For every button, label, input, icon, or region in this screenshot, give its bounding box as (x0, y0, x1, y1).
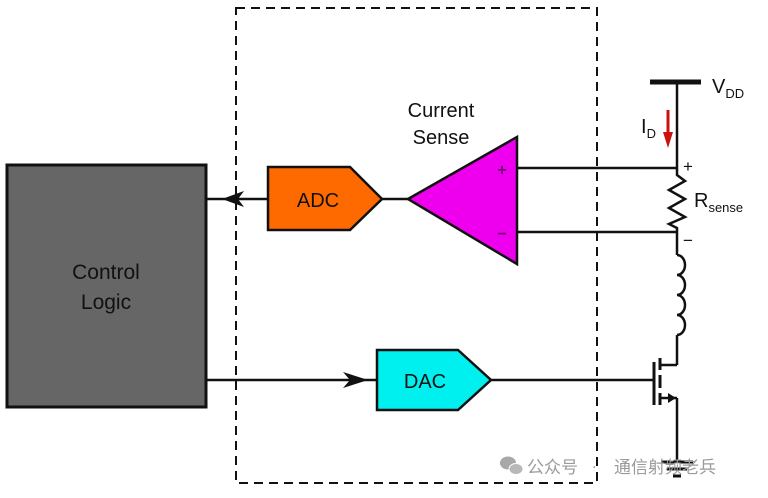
vdd-label: VDD (712, 76, 744, 101)
control-logic-block (5, 163, 208, 409)
inductor (676, 253, 687, 337)
current-arrow-down-icon (663, 132, 673, 148)
current-label: ID (641, 116, 656, 141)
watermark-account-label: 公众号 (527, 458, 578, 478)
dashed-boundary (235, 7, 598, 484)
mosfet-arrow-icon (668, 393, 676, 403)
adc-block (266, 165, 384, 232)
watermark-separator: · (592, 460, 596, 476)
rsense-resistor (666, 168, 688, 232)
dac-label: DAC (404, 371, 446, 393)
wechat-icon (500, 456, 524, 475)
adc-label: ADC (297, 190, 339, 212)
control-logic-label-line2: Logic (81, 291, 131, 314)
current-sense-amplifier (405, 134, 519, 267)
amp-minus-input-label: − (497, 226, 506, 243)
arrow-left-icon (222, 191, 244, 207)
amp-label-line2: Sense (413, 127, 470, 149)
watermark-name: 通信射频老兵 (614, 458, 716, 478)
control-logic-label-line1: Control (72, 261, 140, 284)
rsense-minus-sign: − (683, 231, 693, 250)
amp-label-line1: Current (408, 100, 475, 122)
rsense-plus-sign: + (683, 157, 693, 176)
arrow-right-icon (343, 372, 368, 388)
rsense-label: Rsense (694, 190, 743, 215)
dac-block (375, 348, 493, 412)
watermark: 公众号 · 通信射频老兵 (500, 456, 716, 478)
amp-plus-input-label: + (497, 162, 506, 179)
